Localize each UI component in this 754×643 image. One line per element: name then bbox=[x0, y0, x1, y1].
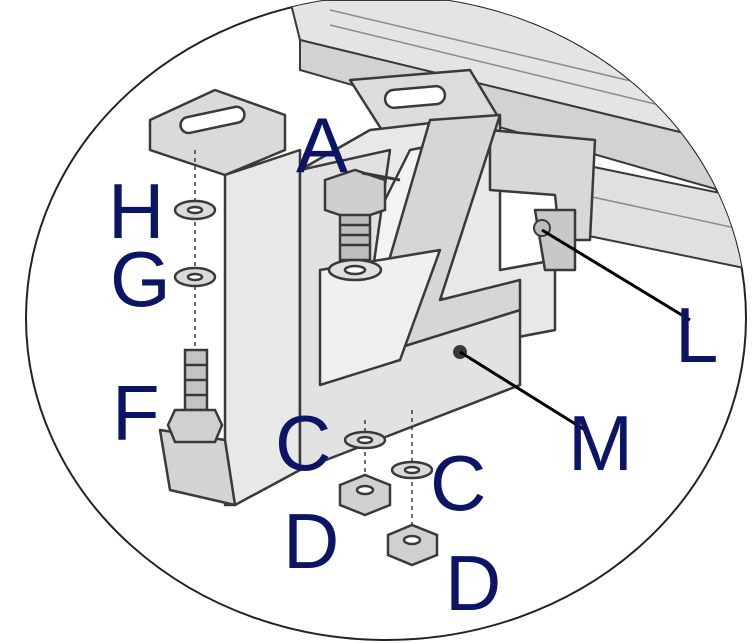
stack-hgf bbox=[166, 150, 224, 444]
label-h: H bbox=[108, 167, 164, 255]
label-a: A bbox=[296, 101, 348, 189]
bolt-a bbox=[323, 168, 401, 282]
label-c-right: C bbox=[430, 439, 486, 527]
stack-cd bbox=[338, 410, 439, 567]
leader-m bbox=[459, 350, 586, 432]
leader-l bbox=[541, 228, 691, 322]
label-d-right: D bbox=[445, 539, 501, 627]
left-plate bbox=[148, 88, 302, 507]
label-c-left: C bbox=[275, 399, 331, 487]
label-l: L bbox=[675, 291, 718, 379]
label-m: M bbox=[568, 399, 633, 487]
label-g: G bbox=[110, 235, 171, 323]
bolt-f-head bbox=[166, 408, 224, 444]
label-f: F bbox=[112, 369, 160, 457]
label-d-left: D bbox=[283, 497, 339, 585]
